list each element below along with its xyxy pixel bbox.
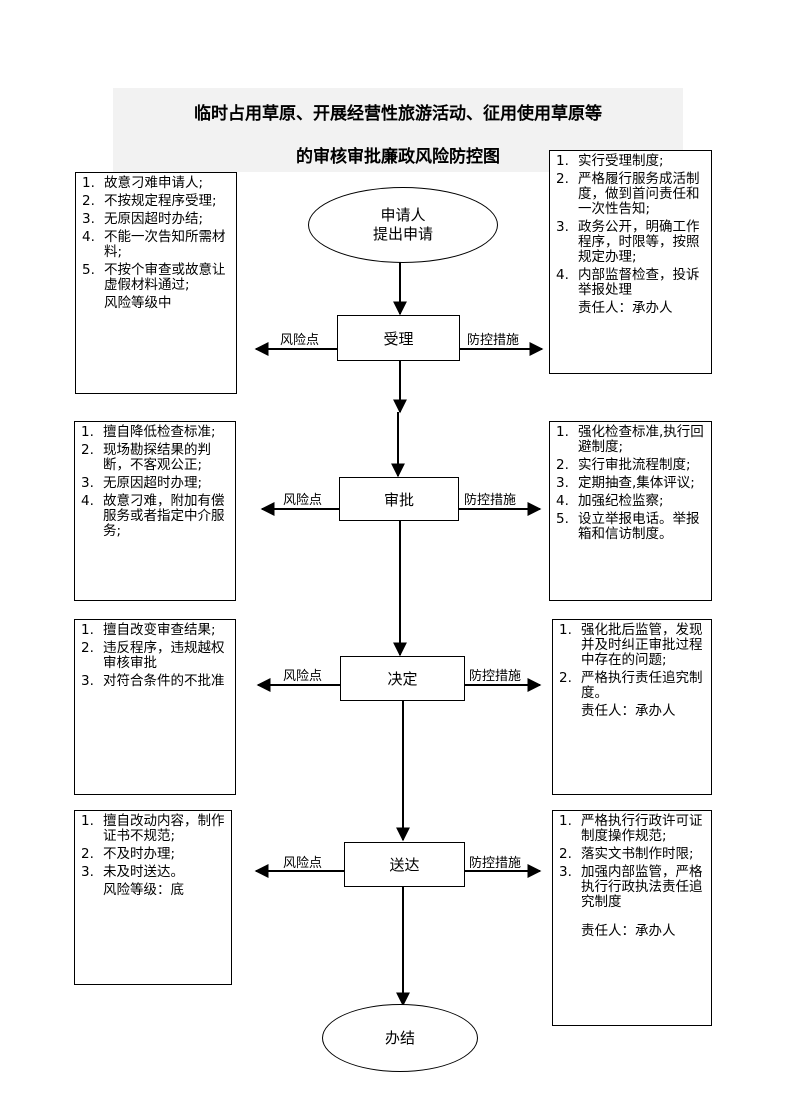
diagram-title-line2: 的审核审批廉政风险防控图 [296,147,500,167]
control-label-accept: 防控措施 [467,333,520,348]
list-item: 4.不能一次告知所需材料; [82,229,226,260]
list-item: 2.严格履行服务成活制度，做到首问责任和一次性告知; [556,171,700,217]
list-item: 5.设立举报电话。举报箱和信访制度。 [556,511,700,542]
list-item: 3.对符合条件的不批准 [81,673,225,689]
risk-level-note: 风险等级中 [104,295,172,311]
risk-box-deliver: 1.擅自改动内容，制作证书不规范; 2.不及时办理; 3.未及时送达。 风险等级… [74,810,232,985]
control-box-decide: 1.强化批后监管，发现并及时纠正审批过程中存在的问题; 2.严格执行责任追究制度… [552,619,712,795]
end-node-label: 办结 [384,1028,415,1047]
stage-accept-label: 受理 [383,329,414,348]
stage-accept-box: 受理 [337,315,460,361]
control-box-deliver: 1.严格执行行政许可证制度操作规范; 2.落实文书制作时限; 3.加强内部监管，… [552,810,712,1026]
list-item: 1.擅自改变审查结果; [81,622,216,638]
list-item: 1.故意刁难申请人; [82,175,204,191]
risk-box-accept: 1.故意刁难申请人; 2.不按规定程序受理; 3.无原因超时办结; 4.不能一次… [75,172,237,394]
risk-label-accept: 风险点 [280,333,320,348]
control-label-approve: 防控措施 [464,493,517,508]
responsible-person-note: 责任人：承办人 [581,703,676,719]
control-label-decide: 防控措施 [469,669,522,684]
end-node: 办结 [322,1004,478,1072]
list-item: 1.强化批后监管，发现并及时纠正审批过程中存在的问题; [559,622,703,668]
list-item: 3.政务公开，明确工作程序，时限等，按照规定办理; [556,219,700,265]
stage-approve-label: 审批 [383,490,414,509]
stage-decide-label: 决定 [387,670,418,688]
stage-deliver-label: 送达 [389,856,420,874]
list-item: 3.加强内部监管，严格执行行政执法责任追究制度 [559,864,703,910]
list-item: 2.实行审批流程制度; [556,457,691,473]
start-node: 申请人 提出申请 [308,187,498,263]
control-box-approve: 1.强化检查标准,执行回避制度; 2.实行审批流程制度; 3.定期抽查,集体评议… [549,421,712,601]
responsible-person-note: 责任人：承办人 [578,300,673,316]
list-item: 1.实行受理制度; [556,153,664,169]
risk-box-decide: 1.擅自改变审查结果; 2.违反程序，违规越权审核审批 3.对符合条件的不批准 [74,619,236,795]
list-item: 1.严格执行行政许可证制度操作规范; [559,813,703,844]
list-item: 3.定期抽查,集体评议; [556,475,695,491]
list-item: 4.内部监督检查，投诉举报处理 [556,267,700,298]
list-item: 3.未及时送达。 [81,864,184,880]
list-item: 1.强化检查标准,执行回避制度; [556,424,704,455]
control-label-deliver: 防控措施 [469,856,522,871]
list-item: 4.故意刁难，附加有偿服务或者指定中介服务; [81,493,225,539]
risk-label-deliver: 风险点 [283,856,323,871]
list-item: 3.无原因超时办结; [82,211,204,227]
list-item: 4.加强纪检监察; [556,493,664,509]
diagram-title-line1: 临时占用草原、开展经营性旅游活动、征用使用草原等 [194,104,602,124]
list-item: 5.不按个审查或故意让虚假材料通过; [82,262,226,293]
list-item: 2.不及时办理; [81,846,176,862]
list-item: 2.违反程序，违规越权审核审批 [81,640,225,671]
list-item: 1.擅自降低检查标准; [81,424,216,440]
list-item: 3.无原因超时办理; [81,475,203,491]
risk-label-approve: 风险点 [283,493,323,508]
stage-approve-box: 审批 [339,477,459,521]
list-item: 2.落实文书制作时限; [559,846,694,862]
list-item: 2.现场勘探结果的判断，不客观公正; [81,442,211,473]
list-item: 2.严格执行责任追究制度。 [559,670,703,701]
risk-level-note: 风险等级：底 [103,882,184,898]
risk-box-approve: 1.擅自降低检查标准; 2.现场勘探结果的判断，不客观公正; 3.无原因超时办理… [74,421,236,601]
control-box-accept: 1.实行受理制度; 2.严格履行服务成活制度，做到首问责任和一次性告知; 3.政… [549,150,712,374]
stage-decide-box: 决定 [340,656,465,701]
risk-label-decide: 风险点 [283,669,323,684]
stage-deliver-box: 送达 [344,842,465,887]
list-item: 2.不按规定程序受理; [82,193,217,209]
start-node-line2: 提出申请 [372,225,433,243]
responsible-person-note: 责任人：承办人 [581,923,676,939]
start-node-line1: 申请人 [380,206,426,224]
list-item: 1.擅自改动内容，制作证书不规范; [81,813,225,844]
